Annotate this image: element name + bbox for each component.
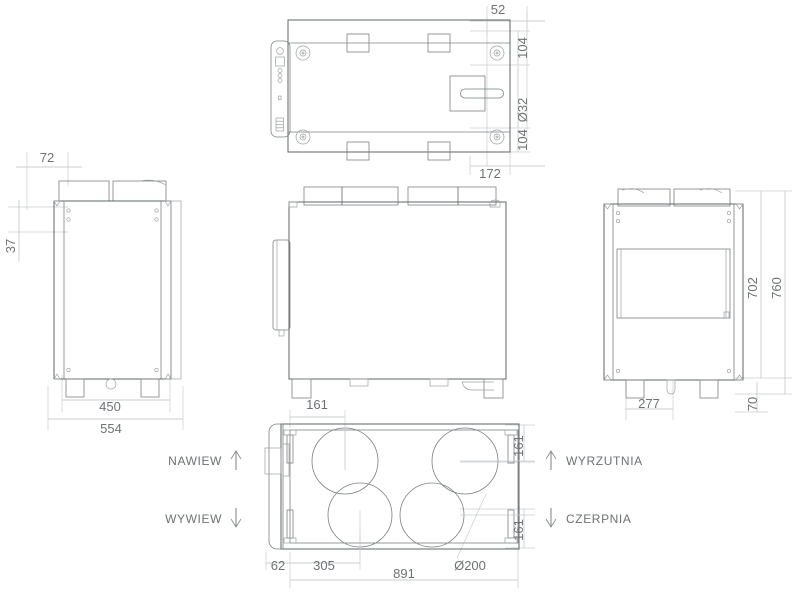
czerpnia-arrow-icon: [545, 508, 557, 528]
dim-left-37: 37: [3, 239, 18, 253]
dim-top-52: 52: [491, 2, 505, 17]
front-view: [272, 186, 507, 399]
top-view-mount-eyelets: [295, 45, 505, 145]
dim-right-702: 702: [745, 277, 760, 299]
bottom-view-dimension-lines: 161 161 161 62 305 891: [265, 397, 535, 588]
dim-bottom-d200: Ø200: [454, 558, 486, 573]
flow-label-wywiew: WYWIEW: [165, 512, 222, 526]
dim-top-172: 172: [479, 166, 501, 181]
dim-top-104-upper: 104: [515, 37, 530, 59]
right-view-dimension-lines: 702 760 277 70: [625, 190, 792, 420]
wyrzutnia-arrow-icon: [545, 450, 557, 470]
port-bottom-right: [399, 482, 465, 548]
flow-label-nawiew: NAWIEW: [168, 454, 222, 468]
left-view-dimension-lines: 72 37 450 554: [3, 150, 184, 436]
dim-bottom-62: 62: [271, 558, 285, 573]
top-view-control-strip: [270, 40, 291, 138]
dim-left-72: 72: [40, 150, 54, 165]
left-side-view: 72 37 450 554: [3, 150, 184, 436]
dim-top-104-lower: 104: [515, 129, 530, 151]
dim-left-450: 450: [99, 399, 121, 414]
bottom-view: 161 161 161 62 305 891: [264, 397, 535, 588]
dim-bottom-161-top: 161: [306, 397, 328, 412]
flow-label-wyrzutnia: WYRZUTNIA: [566, 454, 643, 468]
dim-top-d32: Ø32: [515, 98, 530, 123]
nawiew-arrow-icon: [230, 450, 242, 470]
dim-left-554: 554: [100, 421, 122, 436]
top-view-duct-flanges: [346, 33, 451, 161]
dim-bottom-305: 305: [313, 558, 335, 573]
top-view-drain-spigot: [449, 75, 504, 112]
top-view-dimension-lines: [469, 6, 545, 175]
top-view: 52 104 Ø32 104 172: [270, 2, 545, 181]
right-side-view: 702 760 277 70: [603, 188, 792, 420]
flow-labels-right: WYRZUTNIA CZERPNIA: [545, 450, 643, 528]
wywiew-arrow-icon: [230, 508, 242, 528]
dim-right-70: 70: [745, 397, 760, 411]
dim-bottom-891: 891: [393, 566, 415, 581]
dim-right-277: 277: [638, 396, 660, 411]
dim-right-760: 760: [769, 277, 784, 299]
flow-labels-left: NAWIEW WYWIEW: [165, 450, 242, 528]
flow-label-czerpnia: CZERPNIA: [566, 512, 631, 526]
